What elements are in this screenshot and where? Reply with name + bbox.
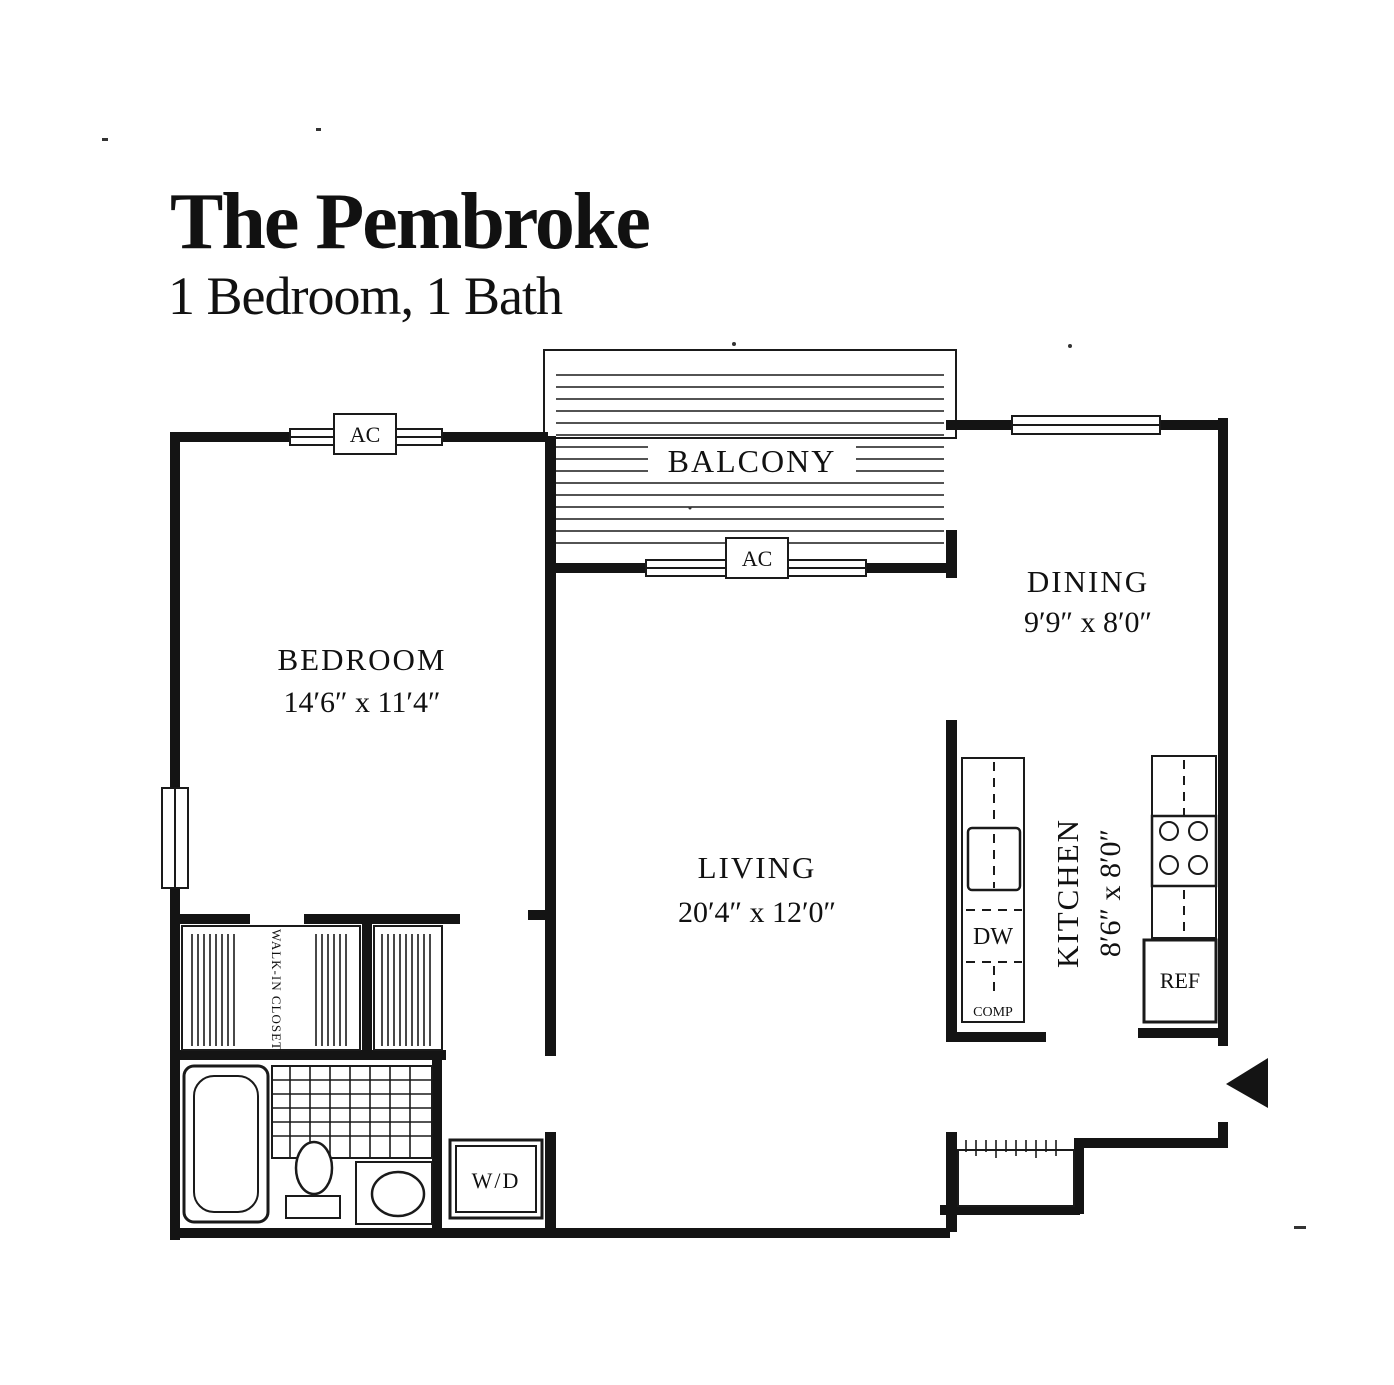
dishwasher-label: DW (973, 924, 1013, 950)
kitchen-counter-left: DW COMP (961, 757, 1025, 1023)
plan-subtitle: 1 Bedroom, 1 Bath (168, 266, 563, 326)
walk-in-closet: WALK-IN CLOSET (181, 925, 361, 1051)
plan-title: The Pembroke (170, 178, 649, 266)
closet-hanging-rod-right (315, 934, 347, 1046)
compactor-label: COMP (973, 1005, 1013, 1020)
refrigerator-label: REF (1160, 968, 1200, 993)
dining-size: 9′9″ x 8′0″ (1024, 606, 1152, 639)
refrigerator: REF (1142, 938, 1218, 1024)
dining-label: DINING (1027, 564, 1149, 599)
living-size: 20′4″ x 12′0″ (678, 896, 836, 929)
kitchen-label: KITCHEN (1050, 818, 1085, 968)
bathtub (182, 1064, 270, 1224)
stove (1150, 814, 1218, 888)
bathroom-vanity (355, 1161, 433, 1225)
window-dining-top (1011, 415, 1161, 435)
balcony: BALCONY (543, 349, 957, 544)
kitchen-size: 8′6″ x 8′0″ (1094, 829, 1127, 957)
living-label: LIVING (698, 850, 817, 885)
washer-dryer-label: W/D (472, 1168, 521, 1193)
kitchen-counter-right: REF (1142, 755, 1218, 1024)
scan-specks (102, 128, 1306, 1229)
bedroom-size: 14′6″ x 11′4″ (283, 686, 440, 719)
closet-hanging-rod-left (191, 934, 235, 1046)
entry-arrow-icon (1226, 1058, 1268, 1108)
bedroom-label: BEDROOM (277, 642, 446, 677)
ac-unit-bedroom: AC (333, 413, 397, 455)
balcony-label: BALCONY (668, 443, 837, 479)
ac-bedroom-label: AC (350, 422, 381, 447)
bathroom-tile (271, 1065, 433, 1159)
closet-label: WALK-IN CLOSET (269, 929, 284, 1051)
linen-closet (373, 925, 443, 1051)
washer-dryer: W/D (448, 1138, 544, 1220)
toilet (285, 1140, 341, 1219)
balcony-decking (556, 374, 944, 544)
ac-living-label: AC (742, 546, 773, 571)
window-bedroom-side (161, 787, 189, 889)
entry-closet (957, 1140, 1075, 1207)
bathroom-sink (370, 1170, 426, 1218)
bathroom (182, 1064, 433, 1225)
ac-unit-living: AC (725, 537, 789, 579)
